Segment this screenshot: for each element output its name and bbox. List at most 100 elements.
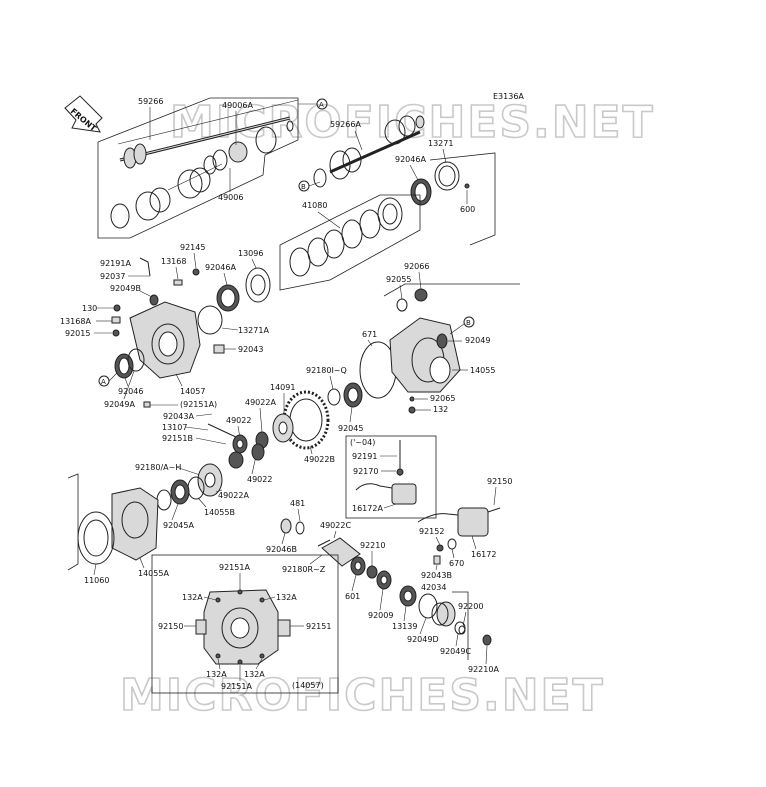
part-13271a [197,305,223,335]
part-92046-seal [114,353,134,379]
callout-a-top-letter: A [319,101,324,109]
label-92049d: 92049D [407,635,439,644]
inset-note: ('~04) [350,438,375,447]
label-16172: 16172 [471,550,496,559]
part-92043b [433,555,441,565]
label-92046a-mid: 92046A [205,263,236,272]
gearcase-assembly-box [151,554,339,694]
part-49022c-pinion [317,537,361,567]
label-92045: 92045 [338,424,363,433]
part-92151a-bolt [143,401,151,408]
label-49022b: 49022B [304,455,335,464]
part-92210 [366,565,378,579]
label-92043a: 92043A [163,412,194,421]
label-92049a: 92049A [104,400,135,409]
clutch-group-box [279,194,421,291]
front-shaft-left-group [97,97,299,239]
watermark-top: MICROFICHES.NET [170,97,655,148]
label-132a-bottom-left: 132A [206,670,227,679]
label-13107: 13107 [162,423,187,432]
part-92065 [409,396,415,402]
label-92152: 92152 [419,527,444,536]
part-92049d [418,593,438,619]
label-49022-top: 49022 [226,416,251,425]
part-92180a-h-shim [156,489,172,511]
part-14057-gearcase [129,301,201,379]
part-16172-actuator [417,507,501,537]
front-shaft-right-group [313,115,425,188]
front-arrow-icon: FRONT [64,95,103,134]
part-92049a [127,348,145,372]
inset-box-04 [345,435,437,519]
label-92046: 92046 [118,387,143,396]
part-92145 [192,268,200,276]
part-600 [464,183,470,189]
label-92015: 92015 [65,329,90,338]
callout-b-right [463,316,475,328]
part-670-oring [447,538,457,550]
label-130: 130 [82,304,97,313]
part-92180i-q [327,388,341,406]
watermark-bottom: MICROFICHES.NET [120,670,605,721]
label-59266: 59266 [138,97,163,106]
part-16172a-actuator [355,483,417,505]
part-13107-shaft [207,423,239,439]
label-49022a-mid: 49022A [218,491,249,500]
part-130 [113,304,121,312]
callout-b-right-letter: B [466,319,471,327]
label-481: 481 [290,499,305,508]
label-42034: 42034 [421,583,446,592]
label-92049b: 92049B [110,284,141,293]
part-92055 [396,298,408,312]
label-92009: 92009 [368,611,393,620]
label-92150-right: 92150 [487,477,512,486]
label-14055: 14055 [470,366,495,375]
part-49022-side [251,443,265,461]
label-13168a: 13168A [60,317,91,326]
label-49022-mid: 49022 [247,475,272,484]
label-92037: 92037 [100,272,125,281]
label-670: 670 [449,559,464,568]
part-14057-assembly [195,589,291,665]
label-13271: 13271 [428,139,453,148]
label-49006a: 49006A [222,101,253,110]
label-92210: 92210 [360,541,385,550]
part-92191a [139,257,151,277]
label-49006: 49006 [218,193,243,202]
label-14055b: 14055B [204,508,235,517]
label-92180r-z: 92180R~Z [282,565,326,574]
label-92043: 92043 [238,345,263,354]
part-13168a [111,316,121,324]
label-92043b: 92043B [421,571,452,580]
label-92049c: 92049C [440,647,471,656]
label-59266a: 59266A [330,120,361,129]
label-132a-top-right: 132A [276,593,297,602]
label-13139: 13139 [392,622,417,631]
label-92151a-top: 92151A [219,563,250,572]
label-92151b: 92151B [162,434,193,443]
part-13271 [434,161,460,191]
part-92210a [482,634,492,646]
callout-b-top-letter: B [301,183,306,191]
label-14057: 14057 [180,387,205,396]
label-92170: 92170 [353,467,378,476]
part-601-bearing [350,556,366,576]
label-92055: 92055 [386,275,411,284]
label-601: 601 [345,592,360,601]
clutch-plates [289,197,403,277]
part-92009-nut [376,570,392,590]
part-92049b [149,294,159,306]
label-92191a: 92191A [100,259,131,268]
part-132 [408,406,416,414]
part-481 [295,521,305,535]
label-16172a: 16172A [352,504,383,513]
part-13096 [245,267,271,303]
part-92152 [436,544,444,552]
part-92045a-bearing [170,479,190,505]
callout-a-left-letter: A [101,378,106,386]
part-11060-gasket [77,511,115,565]
label-132a-bottom-right: 132A [244,670,265,679]
label-92049: 92049 [465,336,490,345]
label-132: 132 [433,405,448,414]
